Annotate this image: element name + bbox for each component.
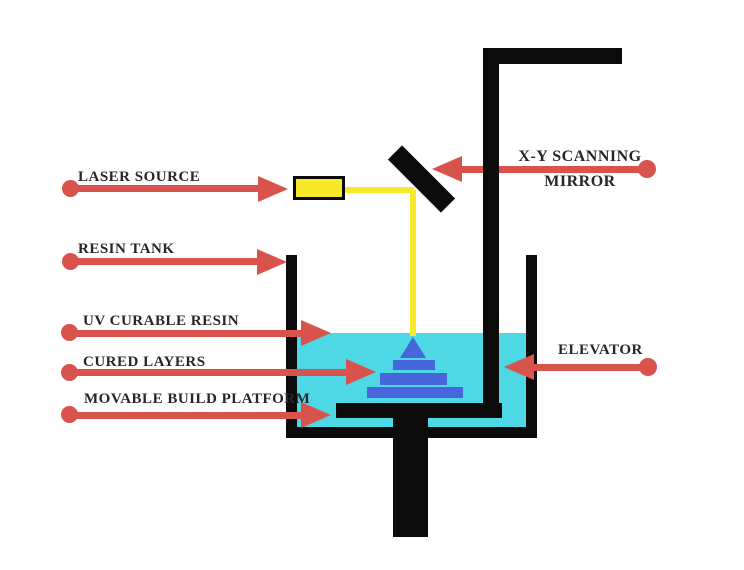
arrow-head-icon	[301, 320, 331, 346]
arrow-head-icon	[301, 402, 331, 428]
arrow-head-icon	[346, 359, 376, 385]
elevator-column	[483, 48, 499, 418]
tank-right-wall	[526, 255, 537, 438]
cured-layer-top-triangle	[400, 337, 426, 358]
arrow-line	[530, 364, 648, 371]
xy-scanning-mirror-label: X-Y SCANNING MIRROR	[512, 144, 648, 194]
laser-beam-vertical	[410, 190, 416, 336]
arrow-head-icon	[432, 156, 462, 182]
arrow-line	[70, 330, 302, 337]
xy-label-line1: X-Y SCANNING	[518, 148, 642, 165]
tank-left-wall	[286, 255, 297, 438]
arrow-dot	[61, 364, 78, 381]
arrow-head-icon	[504, 354, 534, 380]
arrow-head-icon	[258, 176, 288, 202]
elevator-top-arm	[483, 48, 622, 64]
cured-layer-1	[393, 360, 435, 370]
movable-build-platform-label: MOVABLE BUILD PLATFORM	[84, 391, 311, 407]
elevator-label: ELEVATOR	[558, 342, 643, 358]
arrow-line	[70, 369, 347, 376]
platform-stem	[393, 418, 428, 537]
arrow-line	[70, 185, 260, 192]
xy-label-line2: MIRROR	[544, 173, 616, 190]
arrow-dot	[639, 358, 657, 376]
laser-source-label: LASER SOURCE	[78, 169, 201, 185]
arrow-line	[70, 412, 302, 419]
laser-beam-horizontal	[345, 187, 414, 193]
uv-curable-resin-label: UV CURABLE RESIN	[83, 313, 240, 329]
cured-layer-3	[367, 387, 463, 398]
resin-tank-label: RESIN TANK	[78, 241, 175, 257]
cured-layer-2	[380, 373, 447, 385]
build-platform	[336, 403, 502, 418]
arrow-head-icon	[257, 249, 287, 275]
laser-source-box	[293, 176, 345, 200]
arrow-line	[70, 258, 258, 265]
cured-layers-label: CURED LAYERS	[83, 354, 206, 370]
arrow-line	[458, 166, 648, 173]
